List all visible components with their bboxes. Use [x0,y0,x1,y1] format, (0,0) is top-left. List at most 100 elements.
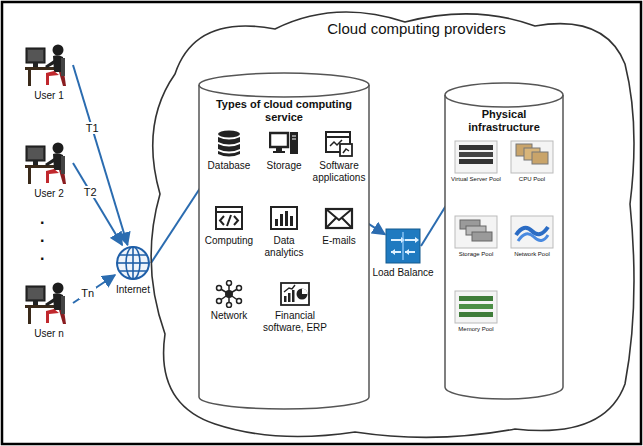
icon-graphic [115,245,151,281]
text-block: Physical infrastructure [448,108,560,133]
internet-globe: Internet [105,245,161,299]
node-label: User n [18,328,80,340]
group-heading: Types of cloud computing service [204,98,364,123]
icon-graphic [214,280,244,308]
flow-arrow [73,65,128,245]
text-block: User n [18,328,80,340]
node-icon [269,205,299,233]
icon-graphic [280,280,310,308]
node-icon [214,205,244,233]
service-item: Data analytics [258,205,310,263]
node-label: Financial software, ERP [259,310,331,333]
resource-pool: Storage Pool [449,215,503,265]
node-label: User 1 [18,90,80,102]
node-icon [269,130,299,158]
node-label: Storage Pool [449,251,503,258]
service-item: Financial software, ERP [259,280,331,338]
node-label: E-mails [313,235,365,247]
resource-pool: Memory Pool [449,290,503,340]
node-label: Memory Pool [449,326,503,333]
group-heading: Physical infrastructure [448,108,560,133]
icon-graphic [269,130,299,158]
icon-graphic [454,215,498,249]
text-block: Storage [258,160,310,172]
node-icon [454,290,498,324]
ellipsis-dot: . [40,228,44,246]
icon-graphic [324,205,354,233]
service-cylinder: Types of cloud computing serviceDatabase… [198,72,370,410]
resource-pool: CPU Pool [505,140,559,190]
node-icon [510,215,554,249]
node-label: Computing [203,235,255,247]
node-icon [25,140,73,186]
node-label: Virtual Server Pool [449,176,503,183]
node-label: Database [203,160,255,172]
ellipsis-dot: . [40,246,44,264]
edge-label: T1 [84,122,101,134]
user-station: User n [18,280,80,344]
icon-graphic [385,228,421,264]
node-label: Software applications [311,160,368,183]
text-block: Internet [105,284,161,296]
resource-pool: Network Pool [505,215,559,265]
text-block: Computing [203,235,255,247]
user-station: User 2 [18,140,80,204]
icon-graphic [214,130,244,158]
icon-graphic [510,140,554,174]
flow-arrow [73,163,122,245]
edge-label: Tn [79,287,96,299]
resource-pool: Virtual Server Pool [449,140,503,190]
text-block: Network Pool [505,251,559,258]
node-label: CPU Pool [505,176,559,183]
icon-graphic [25,42,73,88]
service-item: Database [203,130,255,188]
text-block: Software applications [311,160,368,183]
text-block: E-mails [313,235,365,247]
icon-graphic [25,280,73,326]
infrastructure-cylinder: Physical infrastructureVirtual Server Po… [444,82,564,400]
node-icon [510,140,554,174]
user-station: User 1 [18,42,80,106]
edge-label: T2 [82,186,99,198]
icon-graphic [510,215,554,249]
node-icon [214,280,244,308]
icon-graphic [324,130,354,158]
node-label: Network [203,310,255,322]
flow-arrow [73,275,115,303]
node-label: Load Balance [372,267,434,279]
ellipsis-dot: . [40,210,44,228]
icon-graphic [214,205,244,233]
service-item: Storage [258,130,310,188]
text-block: User 1 [18,90,80,102]
cloud-region: Cloud computing providersTypes of cloud … [135,4,638,442]
icon-graphic [269,205,299,233]
text-block: Cloud computing providers [195,20,638,37]
text-block: CPU Pool [505,176,559,183]
text-block: Network [203,310,255,322]
node-label: Data analytics [258,235,310,258]
node-icon [25,280,73,326]
node-icon [324,205,354,233]
region-title: Cloud computing providers [195,20,638,37]
service-item: Software applications [311,130,368,188]
node-icon [454,215,498,249]
text-block: Load Balance [372,267,434,279]
text-block: Storage Pool [449,251,503,258]
icon-graphic [454,290,498,324]
text-block: Memory Pool [449,326,503,333]
text-block: Virtual Server Pool [449,176,503,183]
node-label: Storage [258,160,310,172]
text-block: Types of cloud computing service [204,98,364,123]
node-icon [385,228,421,264]
node-label: Internet [105,284,161,296]
node-icon [214,130,244,158]
text-block: Financial software, ERP [259,310,331,333]
node-icon [280,280,310,308]
node-label: Network Pool [505,251,559,258]
service-item: Computing [203,205,255,263]
icon-graphic [25,140,73,186]
load-balancer: Load Balance [372,228,434,284]
text-block: User 2 [18,188,80,200]
node-label: User 2 [18,188,80,200]
